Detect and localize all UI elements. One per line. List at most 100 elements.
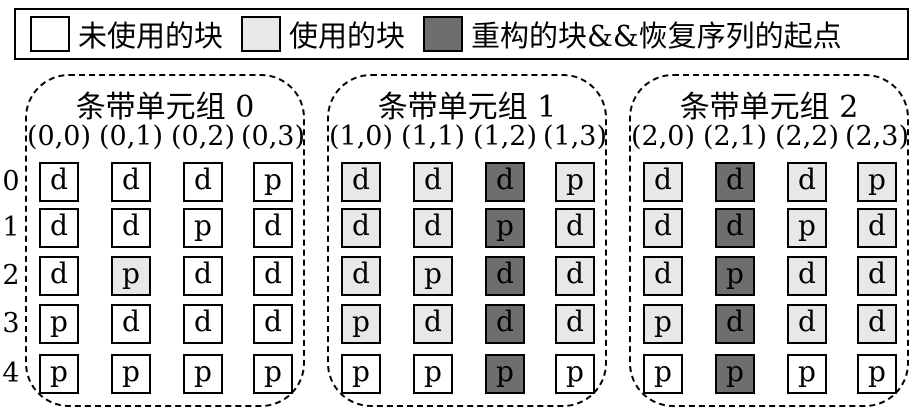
row-label: 4 — [2, 358, 20, 389]
block-label: d — [726, 305, 744, 338]
column-label: (1,3) — [542, 121, 607, 152]
column-label: (2,2) — [774, 121, 839, 152]
legend-label: 使用的块 — [289, 19, 406, 53]
block-label: d — [726, 163, 744, 196]
block-unused: d — [183, 304, 223, 344]
column-label: (2,0) — [630, 121, 695, 152]
block-unused: p — [39, 304, 79, 344]
block-used: d — [857, 208, 897, 248]
block-label: d — [868, 257, 886, 290]
legend-item-unused: 未使用的块 — [30, 13, 223, 55]
block-label: p — [496, 209, 514, 242]
block-label: d — [194, 163, 212, 196]
block-used: p — [111, 256, 151, 296]
block-unused: p — [183, 354, 223, 394]
block-label: d — [654, 257, 672, 290]
block-label: p — [50, 355, 68, 388]
block-label: d — [194, 257, 212, 290]
block-label: p — [566, 163, 584, 196]
block-label: d — [566, 209, 584, 242]
block-unused: p — [413, 354, 453, 394]
block-label: d — [566, 257, 584, 290]
stripe-unit-group-0: 条带单元组 0 — [25, 74, 305, 407]
block-reconstructed: d — [715, 304, 755, 344]
block-unused: d — [183, 256, 223, 296]
row-label: 2 — [2, 260, 20, 291]
block-unused: d — [183, 162, 223, 202]
block-unused: p — [111, 354, 151, 394]
block-label: p — [352, 355, 370, 388]
block-unused: d — [111, 208, 151, 248]
legend-swatch-reconstructed — [423, 16, 464, 52]
block-label: p — [352, 305, 370, 338]
block-label: p — [654, 305, 672, 338]
block-unused: p — [787, 354, 827, 394]
block-unused: d — [253, 304, 293, 344]
block-used: d — [341, 256, 381, 296]
block-label: p — [424, 257, 442, 290]
block-unused: d — [111, 304, 151, 344]
block-label: p — [194, 209, 212, 242]
block-reconstructed: p — [715, 256, 755, 296]
block-label: d — [798, 163, 816, 196]
block-unused: p — [39, 354, 79, 394]
block-label: p — [122, 355, 140, 388]
block-label: p — [194, 355, 212, 388]
legend-item-used: 使用的块 — [241, 13, 405, 55]
block-label: d — [264, 305, 282, 338]
block-label: d — [726, 209, 744, 242]
block-label: d — [424, 209, 442, 242]
block-label: p — [122, 257, 140, 290]
block-reconstructed: p — [485, 354, 525, 394]
block-reconstructed: d — [485, 256, 525, 296]
block-used: d — [413, 304, 453, 344]
block-label: p — [50, 305, 68, 338]
row-label: 0 — [2, 166, 20, 197]
legend-swatch-unused — [30, 16, 70, 52]
column-label: (0,3) — [240, 121, 305, 152]
block-label: d — [50, 257, 68, 290]
block-label: d — [352, 257, 370, 290]
block-label: d — [424, 305, 442, 338]
block-label: d — [352, 163, 370, 196]
block-used: p — [555, 162, 595, 202]
block-label: d — [122, 163, 140, 196]
row-label: 1 — [2, 212, 20, 243]
column-label: (1,0) — [328, 121, 393, 152]
block-unused: p — [253, 162, 293, 202]
block-label: d — [868, 305, 886, 338]
block-label: d — [50, 209, 68, 242]
block-label: p — [264, 163, 282, 196]
block-label: p — [654, 355, 672, 388]
block-used: p — [857, 162, 897, 202]
block-used: d — [555, 256, 595, 296]
block-label: d — [194, 305, 212, 338]
column-label: (1,1) — [400, 121, 465, 152]
block-used: d — [341, 162, 381, 202]
block-label: d — [122, 305, 140, 338]
block-label: d — [496, 257, 514, 290]
block-used: p — [413, 256, 453, 296]
group-title: 条带单元组 1 — [377, 90, 557, 125]
block-label: d — [868, 209, 886, 242]
column-label: (2,3) — [844, 121, 909, 152]
column-label: (2,1) — [702, 121, 767, 152]
block-used: d — [413, 208, 453, 248]
block-used: d — [555, 208, 595, 248]
block-used: d — [555, 304, 595, 344]
legend-swatch-used — [241, 16, 282, 52]
block-used: d — [643, 208, 683, 248]
block-used: d — [787, 256, 827, 296]
legend-label: 未使用的块 — [78, 19, 224, 53]
block-label: d — [50, 163, 68, 196]
group-title: 条带单元组 2 — [679, 90, 859, 125]
block-reconstructed: p — [485, 208, 525, 248]
block-label: p — [798, 355, 816, 388]
block-unused: d — [39, 256, 79, 296]
block-reconstructed: p — [715, 354, 755, 394]
block-reconstructed: d — [715, 208, 755, 248]
block-label: d — [798, 257, 816, 290]
column-label: (0,1) — [98, 121, 163, 152]
block-used: d — [643, 162, 683, 202]
